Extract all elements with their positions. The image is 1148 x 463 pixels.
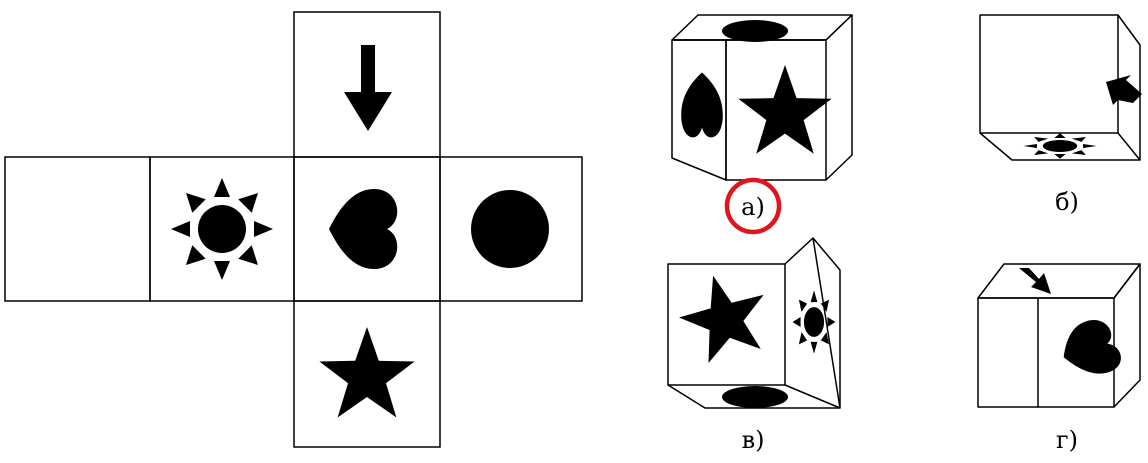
heart-icon bbox=[1052, 315, 1126, 383]
cube-option-d[interactable]: г) bbox=[977, 263, 1141, 454]
star-icon bbox=[738, 65, 832, 154]
star-icon bbox=[319, 327, 415, 418]
cube-option-c[interactable]: в) bbox=[667, 237, 841, 454]
arrow-icon bbox=[1019, 268, 1051, 294]
circle-icon bbox=[471, 190, 549, 268]
option-label-d: г) bbox=[1056, 426, 1078, 454]
arrow-down-icon bbox=[344, 45, 392, 131]
sun-icon bbox=[1023, 133, 1097, 159]
heart-icon bbox=[329, 189, 398, 269]
arrow-icon bbox=[1106, 75, 1142, 105]
cube-option-b[interactable]: б) bbox=[979, 14, 1142, 216]
net-face-blank bbox=[4, 156, 151, 302]
option-label-a: а) bbox=[741, 193, 765, 221]
ellipse-icon bbox=[722, 20, 788, 42]
option-label-c: в) bbox=[742, 426, 765, 454]
net-face-bottom bbox=[293, 300, 441, 448]
heart-icon bbox=[681, 72, 723, 138]
ellipse-icon bbox=[722, 386, 788, 408]
net-face-circle bbox=[439, 156, 583, 302]
cube-net bbox=[4, 11, 583, 448]
cube-option-a[interactable]: а) bbox=[671, 14, 853, 235]
sun-icon bbox=[171, 178, 273, 280]
selection-circle bbox=[724, 177, 782, 235]
sun-icon bbox=[792, 290, 836, 354]
option-label-b: б) bbox=[1055, 188, 1079, 216]
star-icon bbox=[670, 264, 777, 368]
